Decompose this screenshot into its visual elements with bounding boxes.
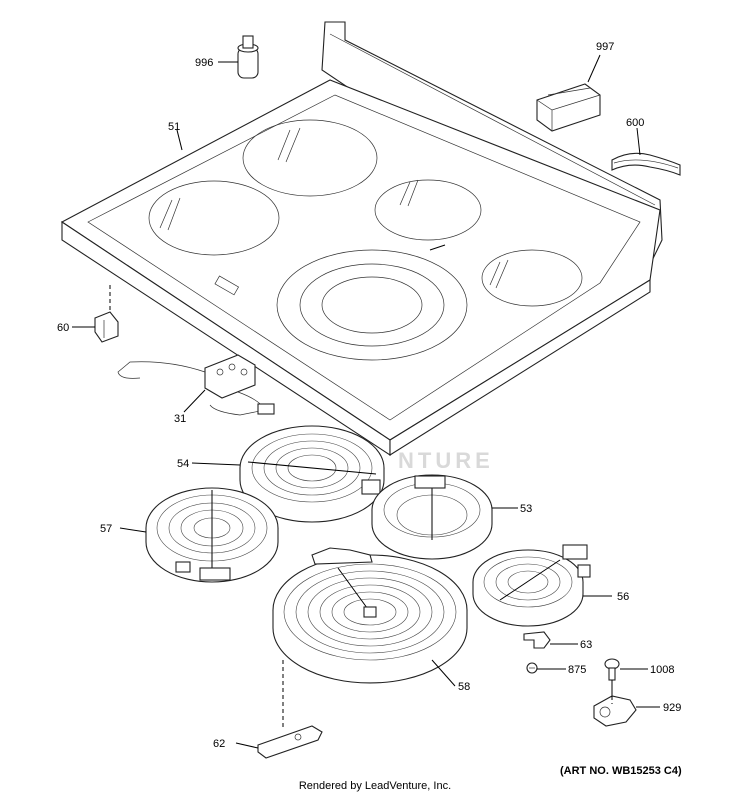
part-31-terminal-block[interactable]: [117, 354, 275, 416]
callout-996: 996: [195, 57, 213, 69]
callout-997: 997: [596, 41, 614, 53]
part-600-wire-harness[interactable]: [611, 152, 681, 176]
alignment-lines: [109, 285, 613, 730]
callout-63: 63: [580, 639, 592, 651]
part-54-radiant-element[interactable]: [239, 425, 385, 523]
callout-51: 51: [168, 121, 180, 133]
part-53-radiant-element[interactable]: [371, 474, 493, 560]
part-62-bracket[interactable]: [257, 725, 323, 759]
part-56-radiant-element[interactable]: [472, 544, 591, 627]
callout-60: 60: [57, 322, 69, 334]
callout-929: 929: [663, 702, 681, 714]
part-60-clip[interactable]: [94, 311, 119, 343]
footer-credit: Rendered by LeadVenture, Inc.: [298, 780, 452, 792]
callout-57: 57: [100, 523, 112, 535]
part-63-bracket[interactable]: [523, 631, 551, 649]
callout-62: 62: [213, 738, 225, 750]
part-929-bracket[interactable]: [593, 695, 637, 727]
callout-1008: 1008: [650, 664, 674, 676]
callout-31: 31: [174, 413, 186, 425]
part-996-capacitor[interactable]: [237, 35, 259, 79]
part-875-screw[interactable]: [526, 662, 538, 674]
callout-53: 53: [520, 503, 532, 515]
callout-875: 875: [568, 664, 586, 676]
watermark-text: NTURE: [398, 448, 494, 473]
part-58-dual-radiant-element[interactable]: [272, 547, 468, 684]
part-57-radiant-element[interactable]: [145, 487, 279, 583]
leader-lines: [72, 54, 660, 749]
art-number: (ART NO. WB15253 C4): [560, 765, 682, 777]
callout-56: 56: [617, 591, 629, 603]
callout-58: 58: [458, 681, 470, 693]
callout-600: 600: [626, 117, 644, 129]
callout-54: 54: [177, 458, 189, 470]
callout-labels: 996 997 600 51 60 31 54 53 57 56 63 875 …: [57, 41, 681, 750]
part-997-kit-box[interactable]: [536, 83, 601, 132]
part-1008-screw[interactable]: [604, 658, 620, 696]
cooktop-glass[interactable]: [60, 21, 663, 457]
